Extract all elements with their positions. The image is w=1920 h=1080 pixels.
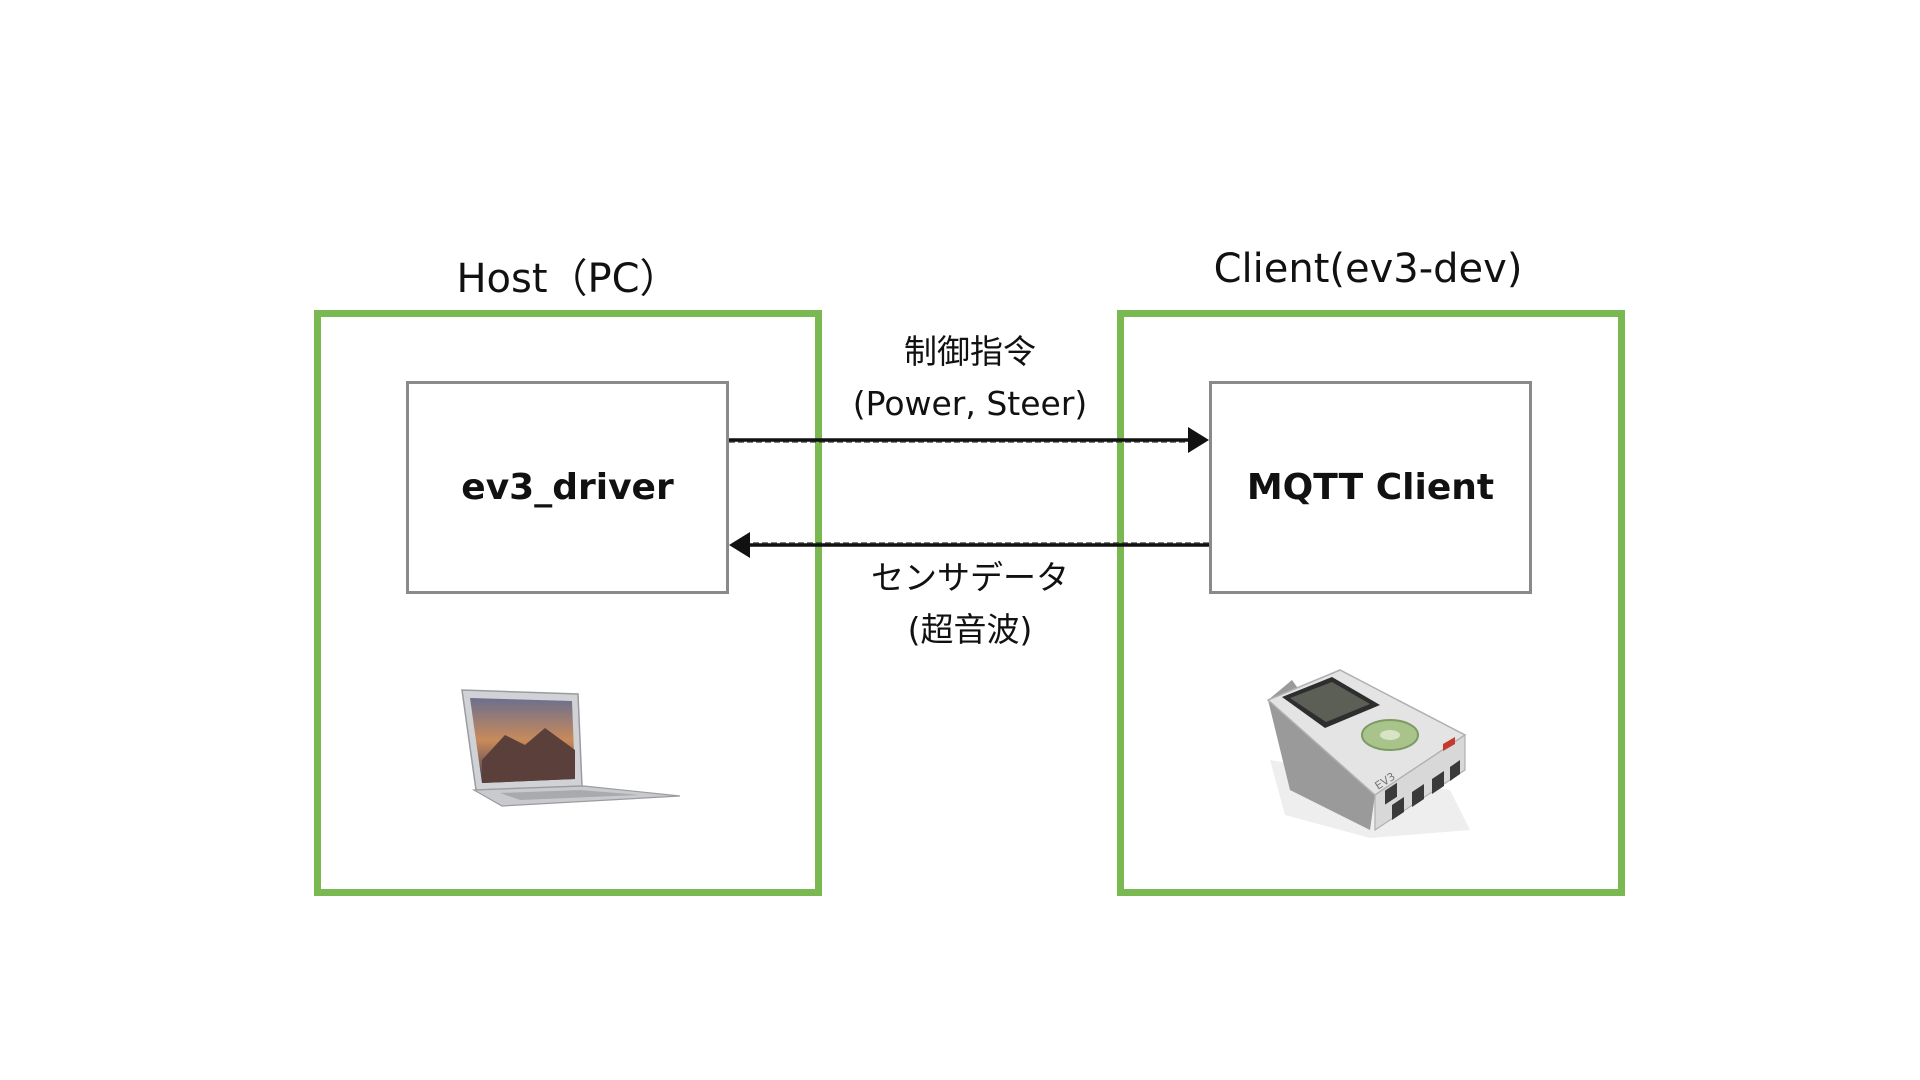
command-arrow [729, 427, 1209, 453]
command-flow-label: 制御指令 (Power, Steer) [853, 326, 1088, 430]
sensor-flow-line1: センサデータ [871, 558, 1069, 597]
ev3-driver-label: ev3_driver [461, 467, 674, 508]
sensor-arrow [729, 532, 1209, 558]
sensor-flow-line2: (超音波) [907, 610, 1033, 649]
client-title: Client(ev3-dev) [1213, 246, 1523, 292]
host-title: Host（PC） [456, 256, 680, 302]
mqtt-client-label: MQTT Client [1246, 467, 1495, 508]
command-flow-line1: 制御指令 [904, 332, 1036, 371]
sensor-flow-label: センサデータ (超音波) [871, 552, 1069, 656]
command-flow-line2: (Power, Steer) [852, 384, 1088, 423]
mqtt-client-box: MQTT Client [1209, 381, 1532, 594]
host-group-box [314, 310, 822, 896]
ev3-driver-box: ev3_driver [406, 381, 729, 594]
client-group-box [1117, 310, 1625, 896]
